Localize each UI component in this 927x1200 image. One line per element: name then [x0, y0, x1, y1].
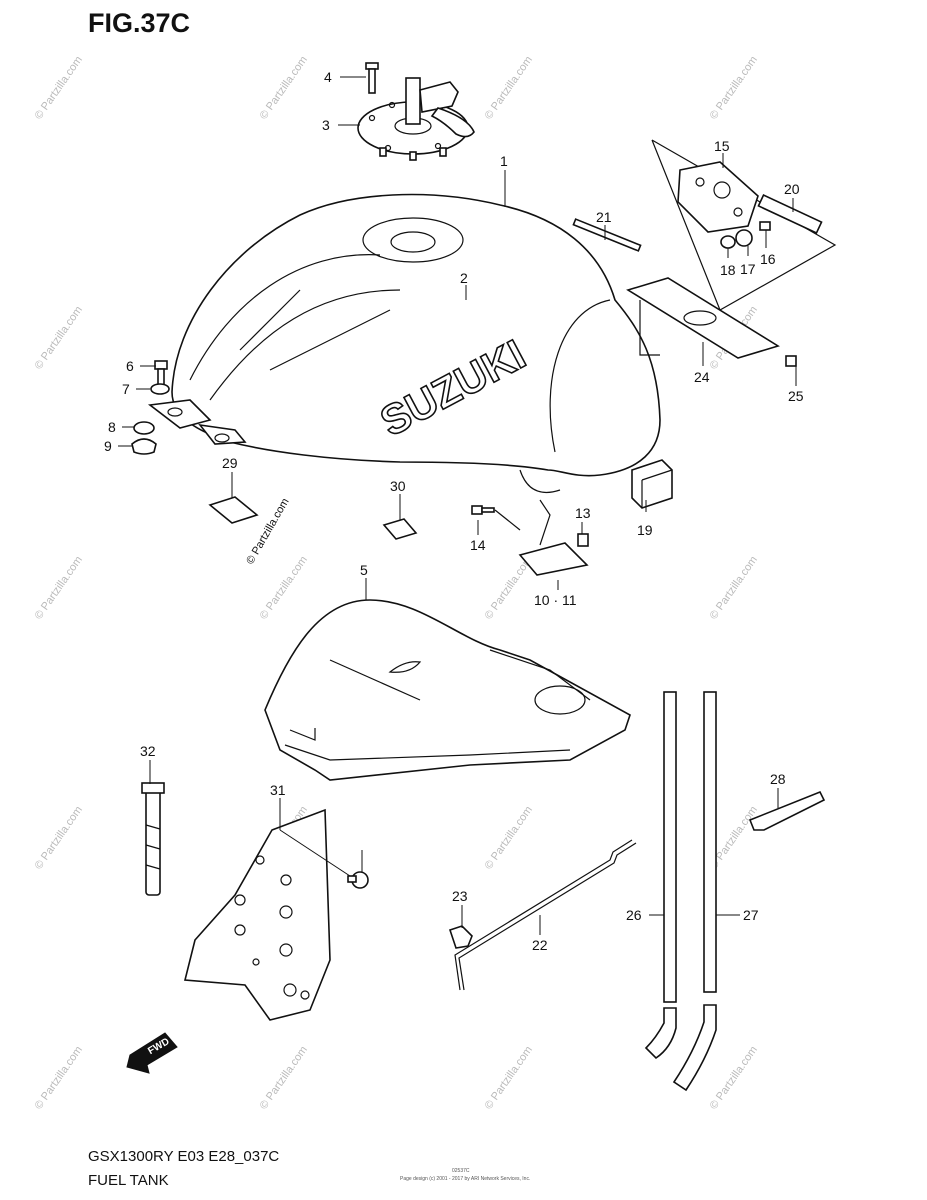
watermark-text: © Partzilla.com [483, 804, 535, 872]
pad-29 [382, 518, 418, 540]
figure-title: FIG.37C [88, 8, 191, 38]
copyright-small: © Partzilla.com [244, 496, 291, 566]
fuel-tank-part: SUZUKI [147, 193, 661, 494]
callout-13: 14 [470, 537, 486, 553]
pad-28 [208, 496, 259, 524]
fuel-cap-part [357, 77, 475, 161]
bolt-13-part [471, 505, 521, 531]
callout-16: 17 [740, 261, 756, 277]
callout-15: 16 [760, 251, 776, 267]
callout-1: 1 [500, 153, 508, 169]
callout-4: 4 [324, 69, 332, 85]
hoses-parts [644, 691, 717, 1092]
callout-7: 7 [122, 381, 130, 397]
watermark-text: © Partzilla.com [33, 554, 85, 622]
callout-10-11: 10 · 11 [534, 592, 577, 608]
fwd-arrow-icon: FWD [126, 1032, 178, 1074]
watermark-text: © Partzilla.com [258, 1044, 310, 1112]
watermark-text: © Partzilla.com [483, 1044, 535, 1112]
watermark-text: © Partzilla.com [33, 304, 85, 372]
bracket-27 [748, 790, 826, 831]
model-code: GSX1300RY E03 E28_037C [88, 1148, 280, 1165]
callout-23: 24 [694, 369, 710, 385]
watermark-text: © Partzilla.com [33, 1044, 85, 1112]
rod-21-part [448, 839, 637, 991]
strap-31-part [141, 782, 165, 896]
rights-notice: Page design (c) 2001 - 2017 by ARI Netwo… [400, 1176, 531, 1182]
callout-27: 28 [770, 771, 786, 787]
watermark-text: © Partzilla.com [33, 54, 85, 122]
watermark-text: © Partzilla.com [708, 1044, 760, 1112]
callout-3: 3 [322, 117, 330, 133]
callout-22: 23 [452, 888, 468, 904]
section-name: FUEL TANK [88, 1172, 169, 1189]
callout-26: 27 [743, 907, 759, 923]
watermark-text: © Partzilla.com [708, 554, 760, 622]
rear-bracket-assembly [572, 139, 837, 367]
clip-12 [577, 533, 589, 547]
watermark-text: © Partzilla.com [483, 54, 535, 122]
watermark-text: © Partzilla.com [33, 804, 85, 872]
image-id: 02537C [452, 1168, 470, 1174]
callout-5: 5 [360, 562, 368, 578]
watermark-text: © Partzilla.com [708, 54, 760, 122]
lower-cover-part [264, 599, 631, 781]
callout-31: 32 [140, 743, 156, 759]
heat-shield-30-part [183, 808, 331, 1021]
bracket-10-11 [518, 542, 589, 576]
callout-29: 30 [390, 478, 406, 494]
bolt-4-part [365, 62, 379, 94]
leader-lines [118, 76, 797, 935]
callout-9: 9 [104, 438, 112, 454]
callout-2: 2 [460, 270, 468, 286]
callout-24: 25 [788, 388, 804, 404]
callout-12: 13 [575, 505, 591, 521]
callout-14: 15 [714, 138, 730, 154]
watermark-text: © Partzilla.com [258, 54, 310, 122]
callout-20: 21 [596, 209, 612, 225]
callout-21: 22 [532, 937, 548, 953]
washers-parts [131, 360, 170, 455]
watermark-text: © Partzilla.com [258, 554, 310, 622]
callout-19: 20 [784, 181, 800, 197]
cushion-18 [631, 459, 673, 509]
callout-6: 6 [126, 358, 134, 374]
callout-labels: 4 3 1 2 6 7 8 9 29 30 14 13 10 · 11 19 1… [104, 69, 804, 953]
callout-28: 29 [222, 455, 238, 471]
callout-8: 8 [108, 419, 116, 435]
callout-18: 19 [637, 522, 653, 538]
callout-25: 26 [626, 907, 642, 923]
callout-30: 31 [270, 782, 286, 798]
bolt-32-part [347, 871, 369, 889]
callout-17: 18 [720, 262, 736, 278]
